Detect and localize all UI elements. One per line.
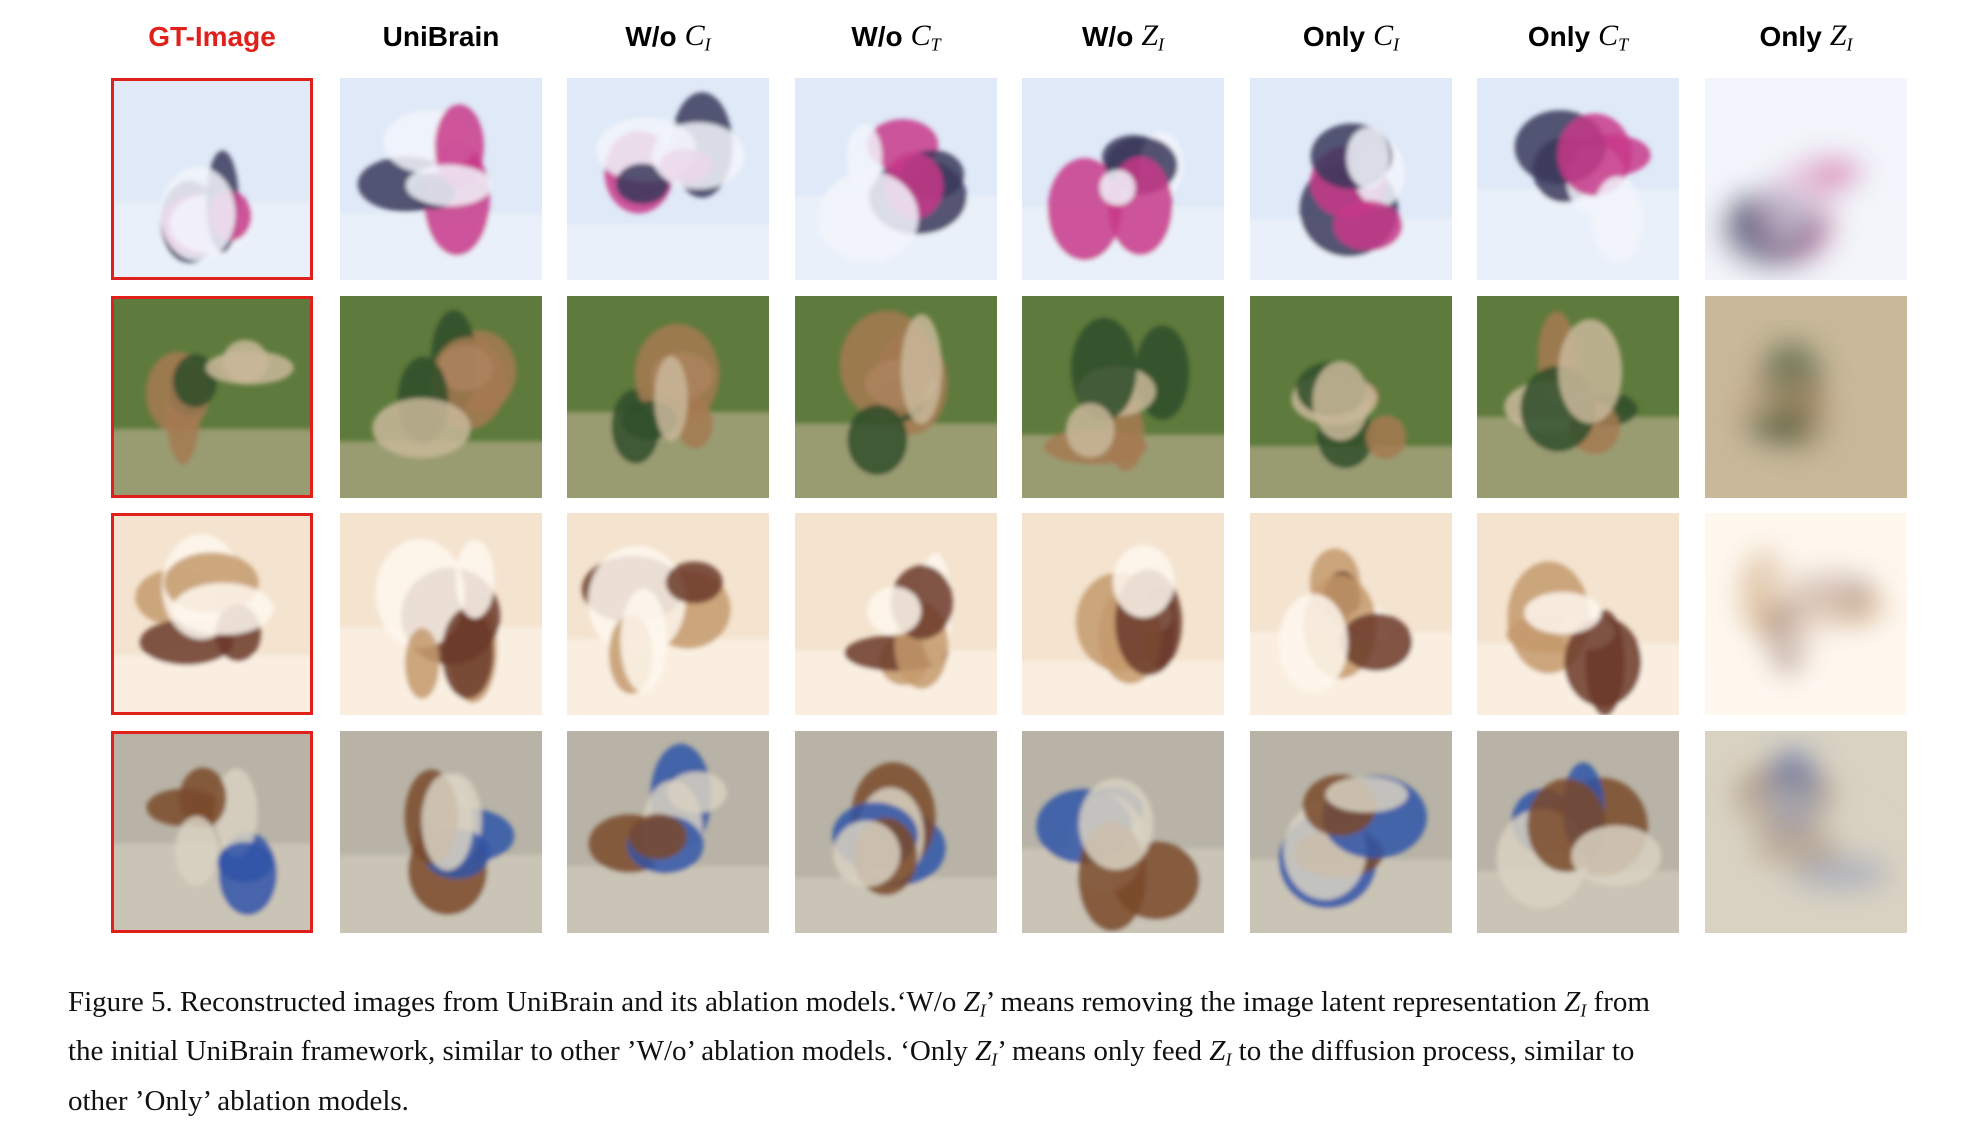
col-only-ct-symbol: CT	[1598, 18, 1629, 55]
row-teddy-col-only-ci-image	[1250, 513, 1452, 715]
row-cow-col-wo-ct-image	[795, 296, 997, 498]
row-snowboard-col-only-ct-image	[1477, 78, 1679, 280]
col-wo-ci-symbol: CI	[684, 18, 711, 55]
row-rider-col-only-ct-image	[1477, 731, 1679, 933]
row-cow-col-only-ci-image	[1250, 296, 1452, 498]
row-cow-col-wo-ci-image	[567, 296, 769, 498]
col-only-zi-symbol: ZI	[1829, 18, 1853, 55]
row-teddy-col-wo-ct-image	[795, 513, 997, 715]
caption-line-3: other ’Only’ ablation models.	[68, 1084, 409, 1117]
row-cow-col-only-ct-image	[1477, 296, 1679, 498]
row-cow-col-wo-zi-image	[1022, 296, 1224, 498]
row-cow-col-gt-image	[111, 296, 313, 498]
col-gt-header: GT-Image	[148, 21, 276, 52]
row-rider-col-unibrain-image	[340, 731, 542, 933]
row-snowboard-col-gt-image	[111, 78, 313, 280]
col-only-ci-symbol: CI	[1373, 18, 1400, 55]
row-teddy-col-only-zi-image	[1705, 513, 1907, 715]
row-rider-col-wo-ct-image	[795, 731, 997, 933]
figure-caption: Figure 5. Reconstructed images from UniB…	[68, 982, 1963, 1122]
row-rider-col-gt-image	[111, 731, 313, 933]
caption-line-1: Figure 5. Reconstructed images from UniB…	[68, 986, 1650, 1021]
row-rider-col-only-ci-image	[1250, 731, 1452, 933]
caption-line-2: the initial UniBrain framework, similar …	[68, 1035, 1635, 1070]
row-snowboard-col-only-ci-image	[1250, 78, 1452, 280]
row-teddy-col-unibrain-image	[340, 513, 542, 715]
row-rider-col-wo-ci-image	[567, 731, 769, 933]
row-rider-col-wo-zi-image	[1022, 731, 1224, 933]
row-teddy-col-wo-zi-image	[1022, 513, 1224, 715]
col-unibrain-header: UniBrain	[382, 21, 500, 52]
row-snowboard-col-wo-zi-image	[1022, 78, 1224, 280]
row-snowboard-col-only-zi-image	[1705, 78, 1907, 280]
row-teddy-col-only-ct-image	[1477, 513, 1679, 715]
row-snowboard-col-unibrain-image	[340, 78, 542, 280]
row-teddy-col-wo-ci-image	[567, 513, 769, 715]
row-snowboard-col-wo-ct-image	[795, 78, 997, 280]
col-wo-ct-symbol: CT	[910, 18, 941, 55]
row-rider-col-only-zi-image	[1705, 731, 1907, 933]
col-wo-zi-symbol: ZI	[1141, 18, 1164, 55]
row-cow-col-only-zi-image	[1705, 296, 1907, 498]
row-teddy-col-gt-image	[111, 513, 313, 715]
row-cow-col-unibrain-image	[340, 296, 542, 498]
row-snowboard-col-wo-ci-image	[567, 78, 769, 280]
